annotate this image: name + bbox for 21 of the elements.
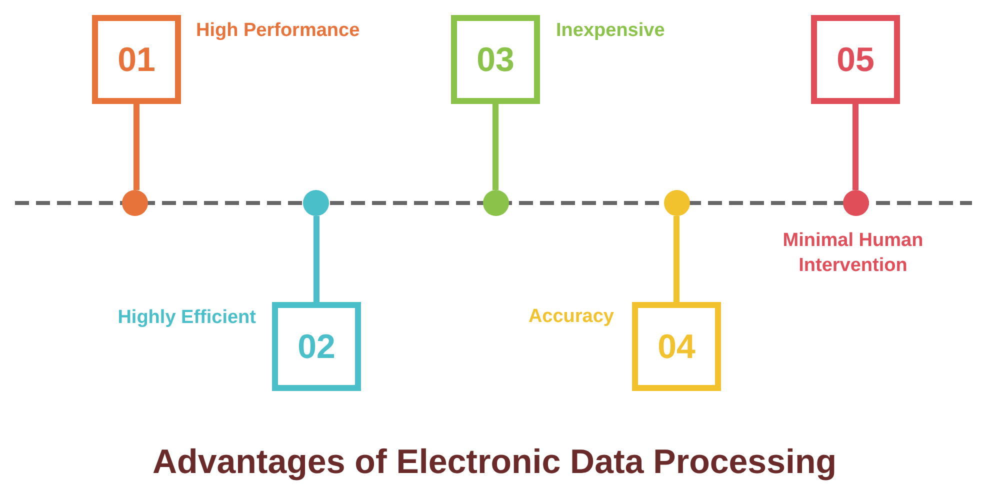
number-box — [92, 15, 181, 104]
connector-line — [314, 216, 320, 302]
connector-line — [674, 216, 680, 302]
advantage-label: High Performance — [196, 19, 361, 43]
step-number: 01 — [118, 42, 156, 76]
step-number: 03 — [476, 42, 514, 76]
advantage-label: Inexpensive — [556, 19, 666, 43]
advantage-label: Highly Efficient — [116, 306, 256, 330]
number-box — [451, 15, 540, 104]
number-box — [811, 15, 900, 104]
step-number: 05 — [836, 42, 874, 76]
advantage-label: Minimal Human Intervention — [782, 229, 924, 278]
advantage-label: Accuracy — [527, 305, 614, 329]
connector-line — [492, 104, 498, 190]
connector-line — [134, 104, 140, 190]
step-number: 04 — [658, 330, 696, 364]
step-number: 02 — [298, 330, 336, 364]
diagram-title: Advantages of Electronic Data Processing — [152, 442, 838, 483]
number-box — [632, 302, 721, 391]
number-box — [272, 302, 361, 391]
connector-line — [852, 104, 858, 190]
